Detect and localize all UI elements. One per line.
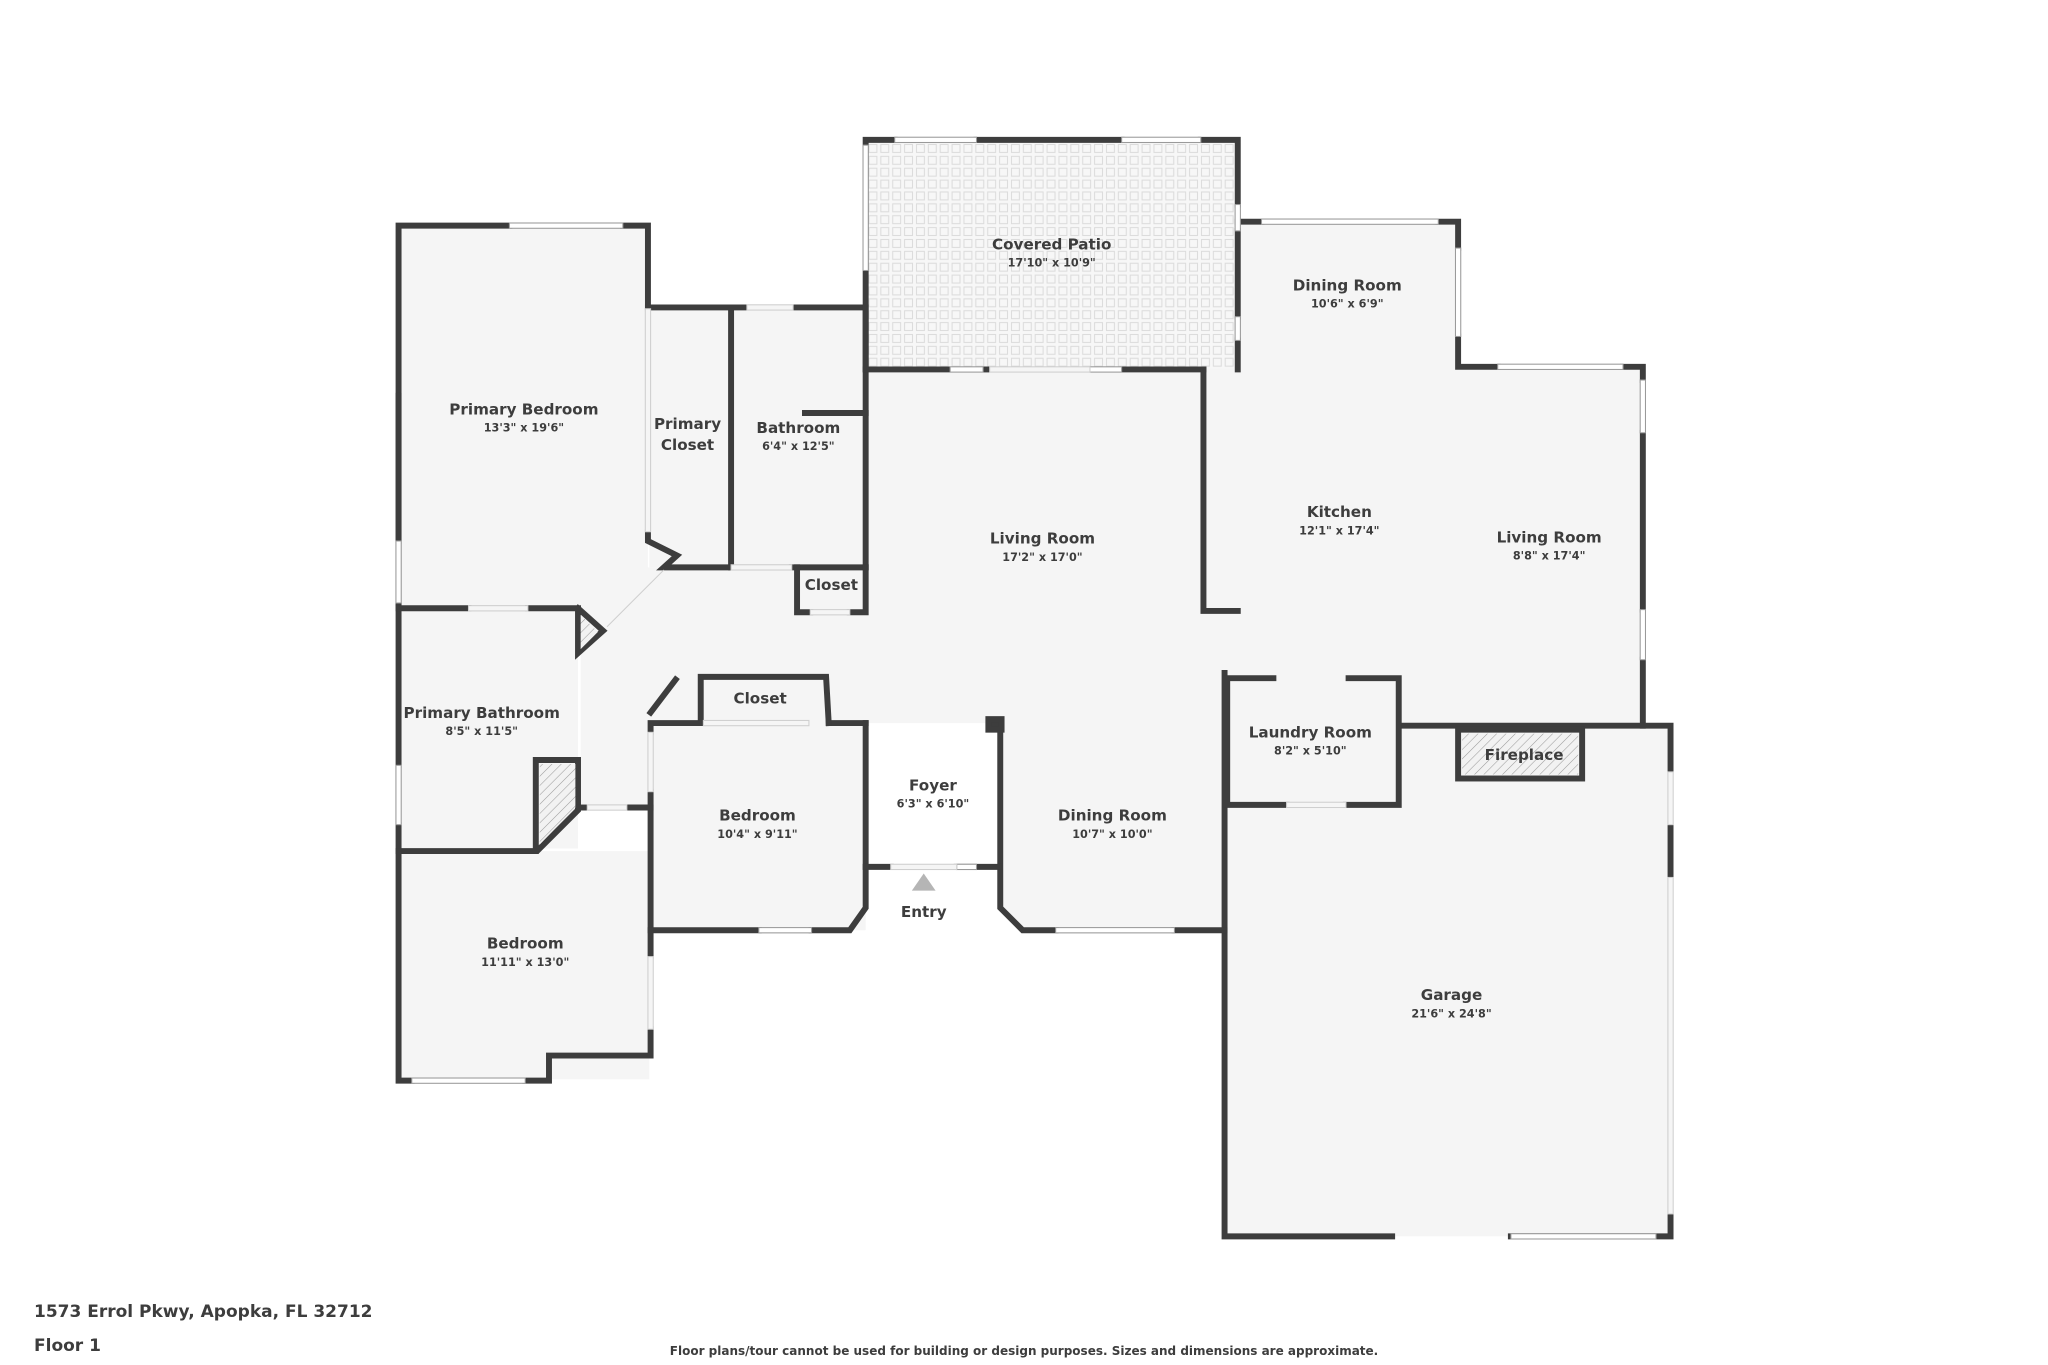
room-dims: 10'7" x 10'0" (1072, 828, 1152, 841)
room-dims: 8'2" x 5'10" (1274, 745, 1347, 758)
room-name: Covered Patio (992, 235, 1111, 253)
shower-hatch (539, 763, 576, 845)
room-dims: 6'3" x 6'10" (897, 798, 970, 811)
floor-label: Floor 1 (34, 1336, 101, 1356)
room-name: Primary Bedroom (449, 400, 598, 418)
room-dims: 17'2" x 17'0" (1002, 551, 1082, 564)
entry-label: Entry (901, 903, 947, 921)
room-name: Kitchen (1307, 503, 1372, 521)
fireplace-hatch (1462, 733, 1579, 775)
room-dims: 10'6" x 6'9" (1311, 297, 1384, 310)
room-name: Living Room (1497, 528, 1602, 546)
walls (395, 136, 1674, 1240)
room-name: Dining Room (1293, 276, 1402, 294)
room-dims: 8'8" x 17'4" (1513, 549, 1586, 562)
room-floors (399, 221, 1671, 1237)
room-labels: Covered Patio 17'10" x 10'9" Dining Room… (404, 235, 1602, 1020)
disclaimer: Floor plans/tour cannot be used for buil… (669, 1344, 1379, 1358)
room-name: Bedroom (719, 807, 796, 825)
room-dims: 13'3" x 19'6" (484, 421, 564, 434)
windows (395, 136, 1657, 1240)
room-name: Dining Room (1058, 807, 1167, 825)
covered-patio-floor (868, 141, 1238, 369)
room-name-line2: Closet (661, 436, 714, 454)
room-name: Bathroom (756, 419, 840, 437)
room-name: Garage (1421, 986, 1483, 1004)
room-name: Living Room (990, 530, 1095, 548)
room-name: Bedroom (487, 935, 564, 953)
room-name: Foyer (909, 776, 957, 794)
room-name: Primary (654, 415, 721, 433)
room-dims: 6'4" x 12'5" (762, 440, 835, 453)
room-dims: 21'6" x 24'8" (1411, 1007, 1491, 1020)
room-dims: 11'11" x 13'0" (481, 956, 569, 969)
property-address: 1573 Errol Pkwy, Apopka, FL 32712 (34, 1302, 373, 1322)
room-dims: 12'1" x 17'4" (1299, 524, 1379, 537)
room-name: Primary Bathroom (404, 704, 560, 722)
room-dims: 10'4" x 9'11" (717, 828, 797, 841)
corner-hatch (580, 614, 598, 650)
entry-arrow-icon (911, 873, 936, 891)
room-dims: 8'5" x 11'5" (445, 725, 518, 738)
room-name: Laundry Room (1249, 724, 1372, 742)
door-openings (467, 304, 1674, 1215)
room-name: Closet (805, 576, 858, 594)
room-dims: 17'10" x 10'9" (1008, 257, 1096, 270)
room-name: Fireplace (1485, 746, 1564, 764)
room-name: Closet (733, 689, 786, 707)
